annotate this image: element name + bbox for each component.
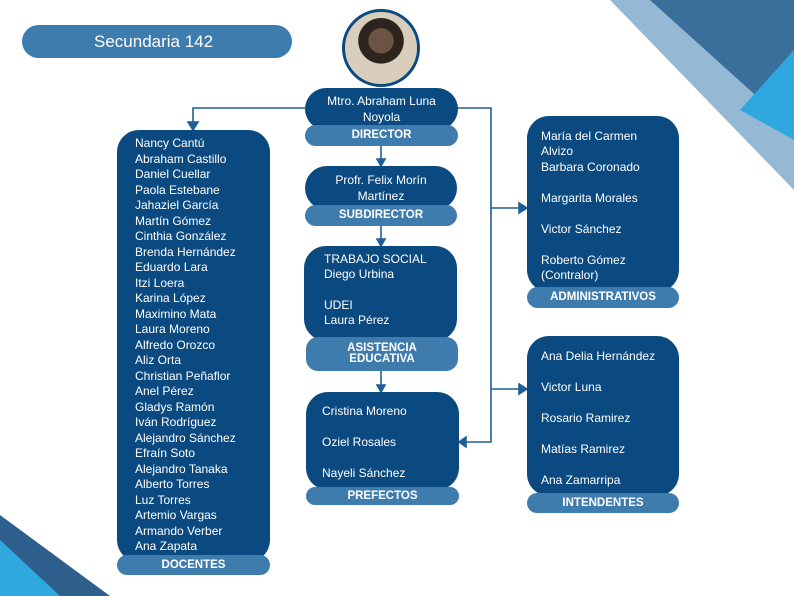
- docentes-name: Christian Peñaflor: [135, 368, 231, 383]
- intendentes-name: Victor Luna: [541, 380, 602, 394]
- intendentes-name: Rosario Ramirez: [541, 411, 631, 425]
- subdirector-box: Profr. Felix Morín Martínez: [305, 166, 457, 210]
- docentes-name: Martín Gómez: [135, 213, 212, 228]
- director-box: Mtro. Abraham Luna Noyola: [305, 88, 458, 130]
- title-pill: Secundaria 142: [22, 25, 292, 58]
- docentes-name: Cinthia González: [135, 229, 227, 243]
- intendentes-name: Matías Ramirez: [541, 442, 626, 456]
- docentes-name: Luz Torres: [135, 492, 191, 507]
- docentes-name: Laura Moreno: [135, 322, 210, 336]
- asistencia-line: UDEI: [324, 298, 353, 312]
- docentes-name: Anel Pérez: [135, 384, 194, 398]
- administrativos-name: Roberto Gómez (Contralor): [541, 253, 626, 282]
- docentes-name: Abraham Castillo: [135, 151, 227, 166]
- asistencia-line: TRABAJO SOCIAL: [324, 252, 427, 266]
- administrativos-name: Margarita Morales: [541, 191, 638, 205]
- subdirector-label: SUBDIRECTOR: [305, 205, 457, 226]
- docentes-label: DOCENTES: [117, 555, 270, 575]
- docentes-name: Alejandro Sánchez: [135, 430, 236, 445]
- director-label: DIRECTOR: [305, 125, 458, 146]
- docentes-name: Daniel Cuellar: [135, 167, 211, 181]
- docentes-name: Alejandro Tanaka: [135, 461, 228, 476]
- prefecto-name: Cristina Moreno: [322, 404, 407, 418]
- docentes-name: Alfredo Orozco: [135, 337, 216, 352]
- asistencia-box: TRABAJO SOCIAL Diego Urbina UDEI Laura P…: [304, 246, 457, 341]
- docentes-name: Brenda Hernández: [135, 244, 236, 259]
- docentes-name: Itzi Loera: [135, 275, 185, 290]
- docentes-name: Armando Verber: [135, 523, 223, 538]
- docentes-name: Artemio Vargas: [135, 508, 217, 522]
- administrativos-name: Barbara Coronado: [541, 160, 640, 174]
- administrativos-name: María del Carmen Alvizo: [541, 129, 638, 158]
- docentes-name: Gladys Ramón: [135, 399, 215, 414]
- page-title: Secundaria 142: [94, 31, 214, 51]
- subdirector-name: Profr. Felix Morín Martínez: [335, 173, 427, 203]
- docentes-name: Maximino Mata: [135, 306, 217, 321]
- intendentes-name: Ana Delia Hernández: [541, 349, 656, 363]
- docentes-name: Jahaziel García: [135, 198, 219, 212]
- administrativos-label: ADMINISTRATIVOS: [527, 287, 679, 308]
- docentes-name: Ana Zapata: [135, 539, 198, 553]
- intendentes-name: Ana Zamarripa: [541, 473, 621, 487]
- docentes-name: Efraín Soto: [135, 446, 196, 460]
- docentes-name: Eduardo Lara: [135, 260, 208, 274]
- asistencia-label: ASISTENCIA EDUCATIVA: [306, 337, 458, 371]
- asistencia-line: Diego Urbina: [324, 267, 395, 281]
- asistencia-line: Laura Pérez: [324, 313, 390, 327]
- docentes-name: Nancy Cantú: [135, 136, 205, 150]
- director-photo: [342, 9, 420, 87]
- docentes-name: Karina López: [135, 291, 206, 305]
- intendentes-label: INTENDENTES: [527, 493, 679, 513]
- connector-lines: [186, 107, 529, 449]
- administrativos-name: Victor Sánchez: [541, 222, 622, 236]
- prefecto-name: Nayeli Sánchez: [322, 466, 406, 480]
- docentes-name: Alberto Torres: [135, 477, 210, 491]
- prefectos-box: Cristina Moreno Oziel Rosales Nayeli Sán…: [306, 392, 459, 490]
- prefecto-name: Oziel Rosales: [322, 435, 397, 449]
- director-name: Mtro. Abraham Luna Noyola: [327, 94, 436, 124]
- prefectos-label: PREFECTOS: [306, 487, 459, 505]
- docentes-name: Iván Rodríguez: [135, 415, 217, 429]
- docentes-name: Aliz Orta: [135, 353, 182, 367]
- docentes-name: Paola Estebane: [135, 182, 220, 197]
